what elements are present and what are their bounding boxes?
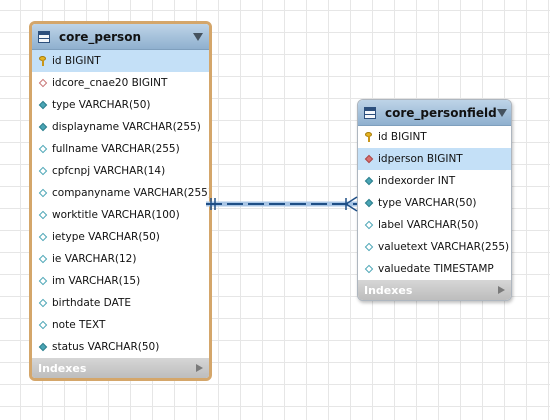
column-row[interactable]: displayname VARCHAR(255) (32, 116, 209, 138)
column-label: fullname VARCHAR(255) (52, 143, 180, 155)
crowfoot-mark (345, 196, 358, 205)
column-label: worktitle VARCHAR(100) (52, 209, 180, 221)
table-icon (364, 106, 376, 119)
primary-key-icon (38, 56, 48, 66)
column-label: ie VARCHAR(12) (52, 253, 137, 265)
column-row[interactable]: label VARCHAR(50) (358, 214, 511, 236)
column-row[interactable]: type VARCHAR(50) (32, 94, 209, 116)
table-core-person[interactable]: core_person id BIGINT idcore_cnae20 BIGI… (29, 21, 212, 381)
column-label: type VARCHAR(50) (378, 197, 477, 209)
column-row[interactable]: idperson BIGINT (358, 148, 511, 170)
column-row[interactable]: indexorder INT (358, 170, 511, 192)
column-label: companyname VARCHAR(255) (52, 187, 212, 199)
column-label: id BIGINT (52, 55, 101, 67)
column-row[interactable]: valuedate TIMESTAMP (358, 258, 511, 280)
column-row[interactable]: valuetext VARCHAR(255) (358, 236, 511, 258)
collapse-arrow-icon[interactable] (496, 108, 507, 117)
column-row[interactable]: id BIGINT (358, 126, 511, 148)
expand-arrow-icon[interactable] (196, 364, 203, 372)
column-label: ietype VARCHAR(50) (52, 231, 160, 243)
column-row[interactable]: companyname VARCHAR(255) (32, 182, 209, 204)
column-label: cpfcnpj VARCHAR(14) (52, 165, 166, 177)
column-row[interactable]: im VARCHAR(15) (32, 270, 209, 292)
column-label: note TEXT (52, 319, 106, 331)
column-list: id BIGINT idperson BIGINT indexorder INT… (358, 126, 511, 280)
column-label: valuedate TIMESTAMP (378, 263, 494, 275)
column-label: birthdate DATE (52, 297, 132, 309)
column-row[interactable]: ie VARCHAR(12) (32, 248, 209, 270)
collapse-arrow-icon[interactable] (193, 32, 203, 41)
column-label: id BIGINT (378, 131, 427, 143)
column-row[interactable]: type VARCHAR(50) (358, 192, 511, 214)
column-row[interactable]: ietype VARCHAR(50) (32, 226, 209, 248)
column-label: idcore_cnae20 BIGINT (52, 77, 168, 89)
indexes-section[interactable]: Indexes (358, 280, 511, 300)
column-list: id BIGINT idcore_cnae20 BIGINT type VARC… (32, 50, 209, 358)
table-core-personfield[interactable]: core_personfield id BIGINT idperson BIGI… (357, 99, 512, 301)
expand-arrow-icon[interactable] (498, 286, 505, 294)
table-header-core-person[interactable]: core_person (32, 24, 209, 50)
column-row[interactable]: cpfcnpj VARCHAR(14) (32, 160, 209, 182)
indexes-label: Indexes (38, 361, 87, 375)
column-label: status VARCHAR(50) (52, 341, 160, 353)
table-icon (38, 30, 50, 43)
column-label: indexorder INT (378, 175, 456, 187)
column-label: valuetext VARCHAR(255) (378, 241, 510, 253)
column-label: type VARCHAR(50) (52, 99, 151, 111)
indexes-section[interactable]: Indexes (32, 358, 209, 378)
column-row[interactable]: status VARCHAR(50) (32, 336, 209, 358)
column-row[interactable]: birthdate DATE (32, 292, 209, 314)
table-header-core-personfield[interactable]: core_personfield (358, 100, 511, 126)
column-row[interactable]: worktitle VARCHAR(100) (32, 204, 209, 226)
column-row[interactable]: idcore_cnae20 BIGINT (32, 72, 209, 94)
column-label: im VARCHAR(15) (52, 275, 141, 287)
primary-key-icon (364, 132, 374, 142)
table-title: core_person (59, 29, 141, 44)
column-row[interactable]: id BIGINT (32, 50, 209, 72)
column-label: idperson BIGINT (378, 153, 463, 165)
column-label: label VARCHAR(50) (378, 219, 479, 231)
column-row[interactable]: fullname VARCHAR(255) (32, 138, 209, 160)
column-label: displayname VARCHAR(255) (52, 121, 201, 133)
crowfoot-mark (345, 203, 358, 212)
indexes-label: Indexes (364, 283, 413, 297)
column-row[interactable]: note TEXT (32, 314, 209, 336)
table-title: core_personfield (385, 105, 497, 120)
